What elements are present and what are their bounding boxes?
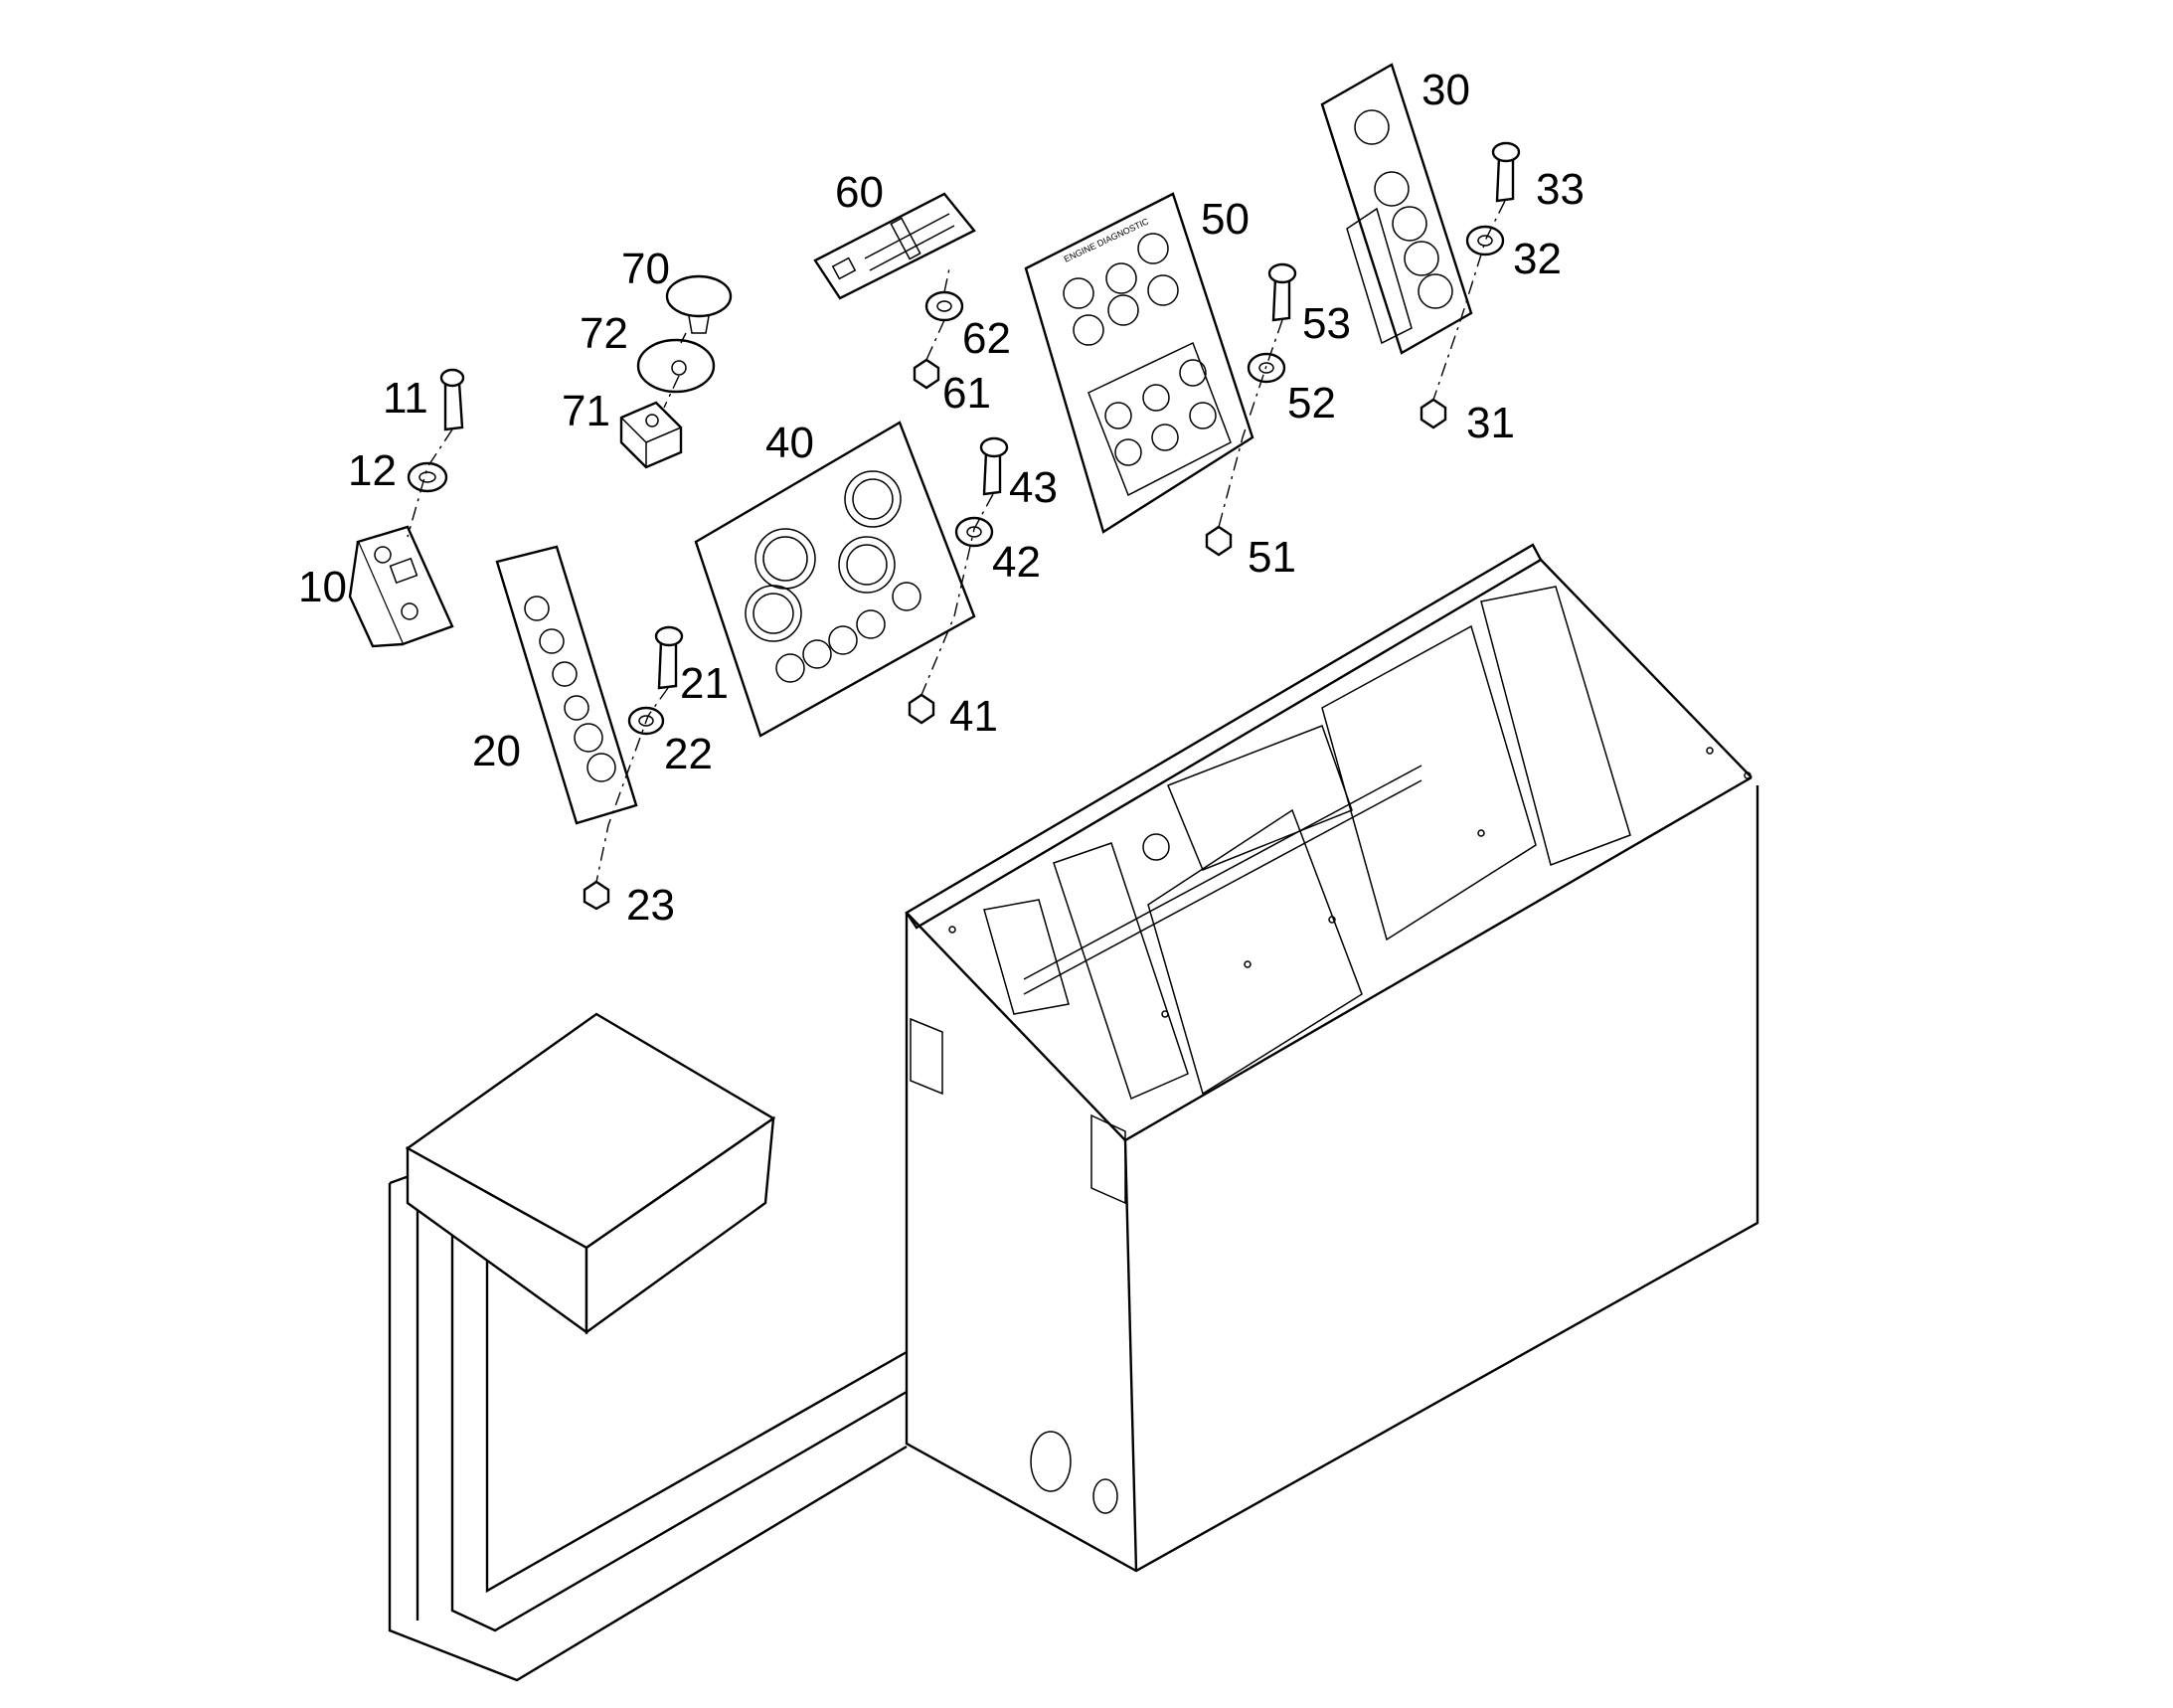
callout-42: 42 [992, 538, 1041, 587]
fastener-washer-12 [407, 461, 448, 493]
callout-22: 22 [664, 730, 713, 778]
fastener-nut-51 [1205, 525, 1233, 557]
callout-33: 33 [1536, 165, 1585, 214]
callout-53: 53 [1302, 299, 1351, 348]
callout-10: 10 [298, 563, 347, 611]
callout-61: 61 [942, 369, 991, 418]
callout-21: 21 [680, 659, 729, 708]
callout-31: 31 [1466, 399, 1515, 447]
fastener-screw-33 [1491, 141, 1521, 203]
callout-32: 32 [1513, 235, 1562, 283]
console-cabinet [905, 543, 1759, 1573]
callout-20: 20 [472, 727, 521, 775]
callout-23: 23 [626, 881, 675, 930]
callout-62: 62 [962, 314, 1011, 363]
callout-12: 12 [348, 446, 397, 495]
callout-40: 40 [765, 419, 814, 467]
fastener-nut-23 [583, 880, 610, 911]
part-60-slider-plate [813, 192, 976, 300]
fastener-screw-43 [979, 436, 1009, 496]
callout-70: 70 [621, 245, 670, 293]
callout-30: 30 [1421, 66, 1470, 114]
callout-11: 11 [383, 374, 428, 423]
callout-72: 72 [580, 309, 628, 358]
callout-51: 51 [1248, 533, 1296, 582]
callout-labels: 10 11 12 20 21 22 23 30 31 32 33 40 41 4… [298, 66, 1585, 930]
part-72-estop-legend [636, 338, 716, 394]
part-71-estop-housing [619, 401, 683, 469]
part-50-engine-diagnostic-panel: ENGINE DIAGNOSTIC [1024, 192, 1254, 534]
callout-41: 41 [949, 692, 998, 741]
junction-box [405, 1012, 776, 1335]
part-40-gauge-panel [694, 421, 976, 738]
callout-50: 50 [1201, 195, 1250, 244]
fastener-screw-53 [1267, 262, 1297, 322]
fastener-nut-41 [908, 693, 935, 725]
part-10-control-box [348, 525, 454, 648]
pedestal-arm [388, 1171, 908, 1682]
leader-lines [407, 200, 1506, 883]
fastener-washer-32 [1465, 225, 1505, 256]
callout-71: 71 [562, 387, 610, 435]
fastener-nut-61 [913, 358, 940, 390]
fastener-washer-62 [924, 290, 964, 322]
part-70-estop-knob [665, 274, 733, 334]
part-30-switch-panel [1320, 63, 1473, 355]
fastener-nut-31 [1420, 398, 1447, 429]
callout-60: 60 [835, 168, 884, 217]
fastener-screw-21 [654, 625, 684, 690]
fastener-screw-11 [439, 368, 465, 431]
part-20-switch-panel [495, 545, 638, 825]
callout-52: 52 [1287, 379, 1336, 427]
callout-43: 43 [1009, 463, 1058, 512]
